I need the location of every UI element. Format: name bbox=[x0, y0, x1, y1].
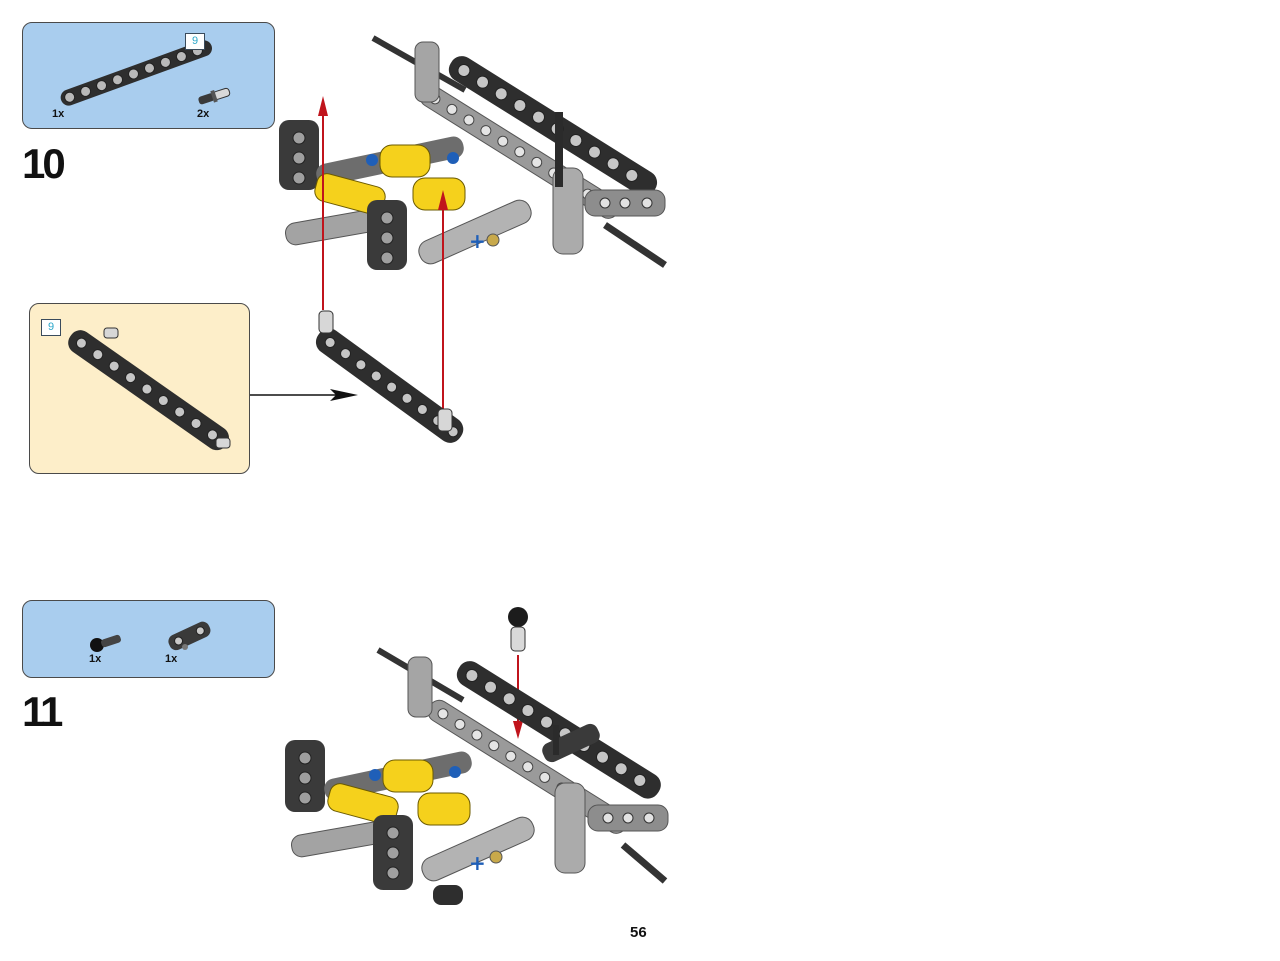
step10-subassembly-callout: 9 bbox=[29, 303, 250, 474]
page-number: 56 bbox=[630, 924, 647, 941]
angled-connector-count: 1x bbox=[165, 653, 178, 665]
svg-text:+: + bbox=[469, 229, 486, 253]
ball-pin-part-icon bbox=[90, 634, 121, 652]
subassembly-arrow bbox=[250, 389, 358, 401]
beam-9-part-icon bbox=[60, 40, 212, 106]
beam-9-count: 1x bbox=[52, 108, 65, 120]
pin-part-icon bbox=[198, 87, 231, 105]
step11-assembly-illustration: + bbox=[285, 607, 669, 905]
step10-attach-beam bbox=[315, 310, 464, 443]
svg-text:+: + bbox=[469, 851, 486, 875]
ball-pin-count: 1x bbox=[89, 653, 102, 665]
step10-parts-callout: 9 1x 2x bbox=[22, 22, 275, 129]
step10-assembly-illustration: + bbox=[279, 35, 667, 410]
step11-parts-callout: 1x 1x bbox=[22, 600, 275, 678]
beam-length-badge: 9 bbox=[185, 33, 205, 50]
step10-number: 10 bbox=[22, 140, 66, 187]
subassembly-beam-icon bbox=[68, 327, 231, 451]
pin-count: 2x bbox=[197, 108, 210, 120]
step11-number: 11 bbox=[22, 688, 63, 735]
subassembly-length-badge: 9 bbox=[41, 319, 61, 336]
angled-connector-part-icon bbox=[168, 621, 211, 651]
